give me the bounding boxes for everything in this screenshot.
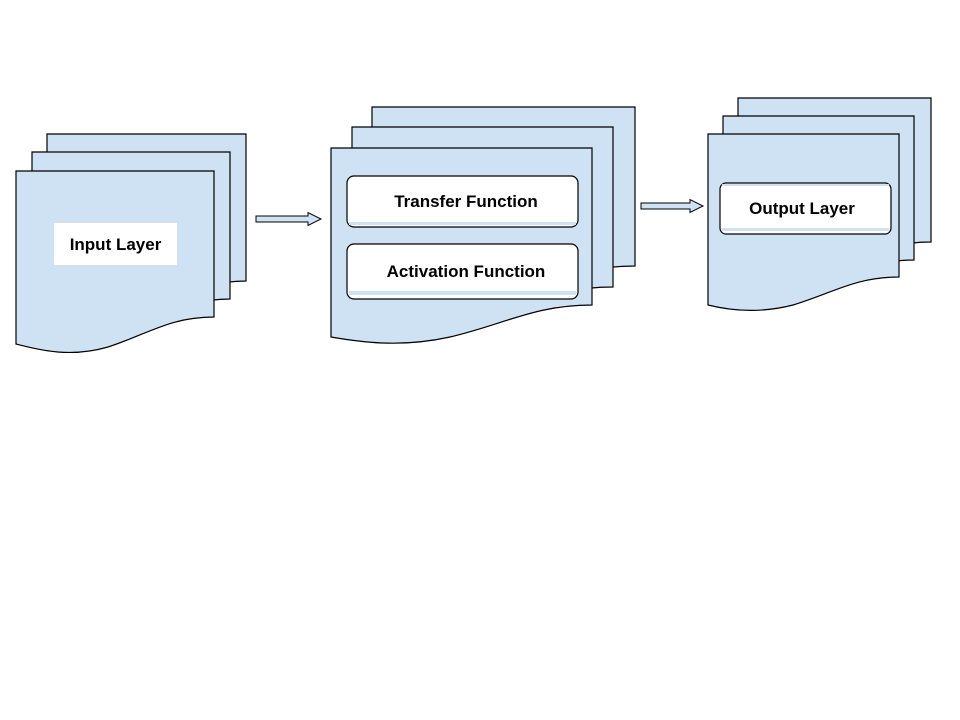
output-layer-box: Output Layer (719, 182, 892, 235)
transfer-function-label: Transfer Function (394, 192, 538, 211)
arrow-input-to-hidden (255, 211, 323, 227)
arrow-hidden-to-output (640, 198, 705, 214)
output-layer-label: Output Layer (749, 199, 855, 218)
input-layer-label: Input Layer (70, 235, 162, 254)
input-layer-label-box (54, 223, 177, 265)
output-layer-stack: Output Layer (707, 97, 932, 311)
activation-function-label: Activation Function (387, 262, 546, 281)
hidden-layer-stack: Transfer Function Activation Function (330, 106, 636, 344)
transfer-function-box: Transfer Function (346, 175, 579, 228)
activation-function-box: Activation Function (346, 243, 579, 300)
input-layer-stack: Input Layer (15, 133, 247, 354)
